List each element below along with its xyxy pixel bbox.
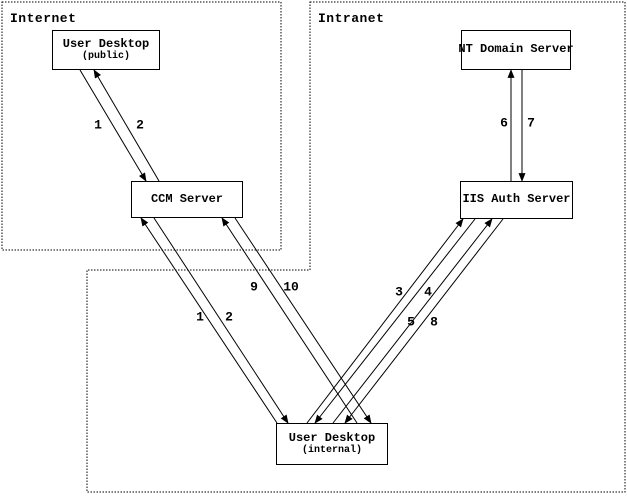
arrow-line-2-internal: [153, 217, 289, 424]
node-subtitle: (internal): [301, 445, 362, 457]
node-user-desktop-internal: User Desktop (internal): [276, 423, 388, 465]
node-user-desktop-public: User Desktop (public): [52, 30, 160, 70]
node-title: NT Domain Server: [458, 42, 574, 57]
node-ccm-server: CCM Server: [131, 181, 243, 218]
arrow-line-3: [306, 218, 464, 424]
node-title: CCM Server: [150, 191, 223, 206]
arrow-label-9: 9: [250, 279, 258, 295]
node-title: User Desktop: [62, 36, 150, 51]
arrow-line-1-public: [79, 69, 147, 182]
arrow-label-6: 6: [500, 115, 508, 131]
node-subtitle: (public): [81, 51, 130, 63]
arrow-label-10: 10: [283, 279, 299, 295]
arrow-label-2-internal: 2: [225, 309, 233, 325]
arrow-line-8: [344, 218, 504, 424]
arrow-label-1-public: 1: [94, 117, 102, 133]
arrow-label-7: 7: [527, 115, 535, 131]
arrow-label-1-internal: 1: [196, 309, 204, 325]
node-nt-domain-server: NT Domain Server: [458, 30, 574, 70]
arrow-line-2-public: [93, 69, 160, 182]
arrow-label-5: 5: [407, 314, 415, 330]
arrow-line-5: [332, 218, 493, 424]
node-title: User Desktop: [288, 430, 376, 445]
arrow-line-10: [234, 217, 372, 424]
arrow-label-3: 3: [395, 284, 403, 300]
internet-zone-label: Internet: [10, 11, 77, 26]
internet-zone-border: [1, 1, 282, 251]
node-iis-auth-server: IIS Auth Server: [460, 181, 573, 219]
arrow-label-4: 4: [424, 284, 432, 300]
arrow-line-9: [221, 217, 358, 424]
intranet-zone-label: Intranet: [318, 11, 385, 26]
intranet-zone-border: [86, 1, 626, 493]
arrow-label-2-public: 2: [136, 117, 144, 133]
arrow-line-1-internal: [140, 217, 278, 424]
node-title: IIS Auth Server: [462, 192, 571, 207]
arrow-label-8: 8: [430, 314, 438, 330]
arrow-line-4: [314, 218, 476, 424]
